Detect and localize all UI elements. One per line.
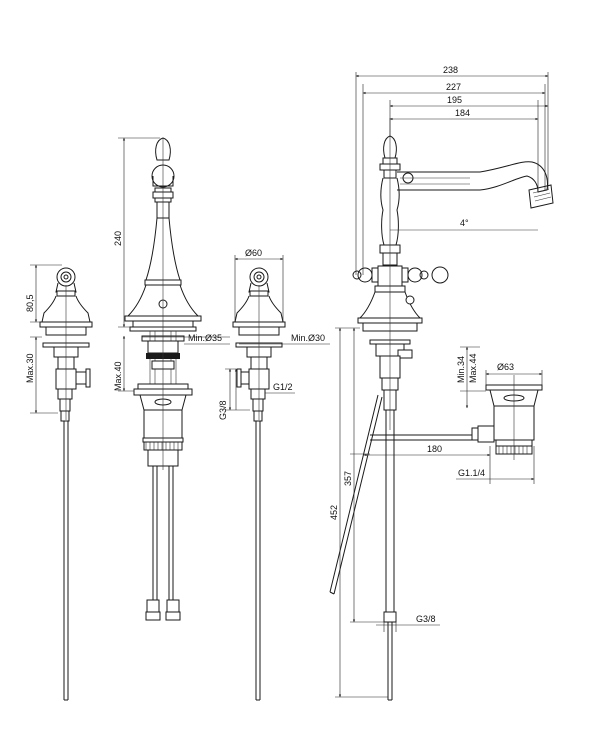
dim-max-40: Max.40 xyxy=(113,361,123,391)
left-valve-view xyxy=(39,267,93,701)
dim-g-1-1-4: G1.1/4 xyxy=(458,468,485,478)
dim-min-34: Min.34 xyxy=(456,356,466,383)
dim-angle-4: 4° xyxy=(460,218,469,228)
dim-max-44: Max.44 xyxy=(468,353,478,383)
waste-view xyxy=(471,375,543,460)
dim-g-3-8-right: G3/8 xyxy=(416,614,436,624)
dim-dia-63: Ø63 xyxy=(497,362,514,372)
spout-side-dims: 240 Max.40 Min.Ø35 xyxy=(113,137,230,392)
dim-238: 238 xyxy=(443,65,458,75)
dim-240: 240 xyxy=(113,231,123,246)
dim-80-5: 80,5 xyxy=(25,294,35,312)
dim-g-3-8-left: G3/8 xyxy=(218,400,228,420)
dim-180: 180 xyxy=(427,444,442,454)
dim-min-30: Min.Ø30 xyxy=(291,333,325,343)
left-valve-dims: 80,5 Max.30 xyxy=(25,264,62,414)
dim-g-1-2: G1/2 xyxy=(273,382,293,392)
right-valve-dims: Ø60 Min.Ø30 G3/8 G1/2 xyxy=(218,248,330,420)
dim-184: 184 xyxy=(455,108,470,118)
right-valve-view xyxy=(232,267,286,701)
spout-side-view xyxy=(124,137,202,621)
dim-227: 227 xyxy=(446,82,461,92)
dim-dia-60: Ø60 xyxy=(245,248,262,258)
dim-max-30: Max.30 xyxy=(25,353,35,383)
mixer-dims: 238 227 195 184 4° 452 357 180 Ø63 Min.3… xyxy=(329,65,549,698)
mixer-front-view xyxy=(329,118,554,701)
dim-452: 452 xyxy=(329,505,339,520)
dim-min-35: Min.Ø35 xyxy=(188,333,222,343)
dim-195: 195 xyxy=(447,95,462,105)
dim-357: 357 xyxy=(343,471,353,486)
